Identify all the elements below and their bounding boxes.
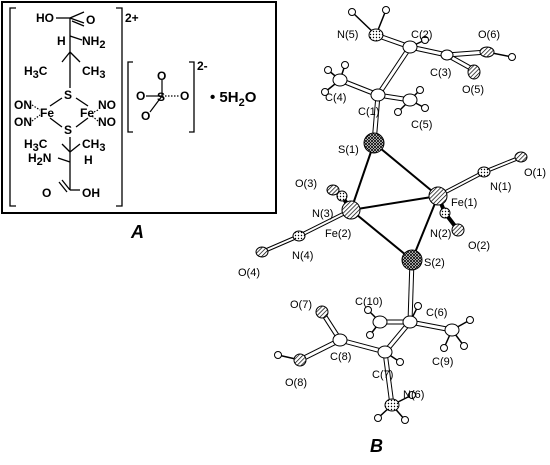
label-n4: N(4) xyxy=(292,250,313,262)
label-c2: C(2) xyxy=(411,29,432,41)
atom-o4 xyxy=(255,246,269,258)
sulfate-ion: S O O O O xyxy=(136,69,189,123)
atom-s2 xyxy=(401,249,423,271)
atom-c8 xyxy=(332,333,348,347)
hydrate-label: • 5H2O xyxy=(210,89,257,109)
top-h3c: H3C xyxy=(24,64,48,81)
label-c7: C(7) xyxy=(372,369,393,381)
svg-text:O: O xyxy=(180,89,189,103)
anion-bracket-left xyxy=(127,61,133,133)
atom-fe2 xyxy=(341,200,361,220)
label-n5: N(5) xyxy=(337,29,358,41)
label-o6: O(6) xyxy=(478,29,500,41)
s-top: S xyxy=(64,88,72,102)
svg-text:O: O xyxy=(141,109,150,123)
svg-text:S: S xyxy=(157,90,165,104)
svg-text:O: O xyxy=(157,69,166,83)
atom-c4 xyxy=(332,73,348,87)
s-bottom: S xyxy=(64,123,72,137)
no-lower-right: NO xyxy=(98,115,116,129)
fe-right: Fe xyxy=(80,106,94,120)
label-fe1: Fe(1) xyxy=(451,197,477,209)
label-c9: C(9) xyxy=(432,356,453,368)
atom-o1 xyxy=(514,151,528,163)
label-s2: S(2) xyxy=(424,257,445,269)
fe-left: Fe xyxy=(40,106,54,120)
atom-c1 xyxy=(370,88,386,102)
bottom-h3c: H3C xyxy=(24,137,48,154)
label-n3: N(3) xyxy=(312,208,333,220)
panel-b: N(5) C(2) O(6) C(3) O(5) C(4) C(1) C(5) … xyxy=(238,6,546,456)
top-cooh-oh: HO xyxy=(36,11,54,25)
label-c6: C(6) xyxy=(426,307,447,319)
anion-charge: 2- xyxy=(197,59,208,73)
anion-bracket-right xyxy=(189,61,195,133)
bottom-ch3: CH3 xyxy=(82,137,105,154)
cation-charge: 2+ xyxy=(125,11,139,25)
panel-a-letter: A xyxy=(130,222,144,242)
no-lower-left: ON xyxy=(14,115,32,129)
atom-fe1 xyxy=(428,186,448,206)
label-o4: O(4) xyxy=(238,267,260,279)
label-n2: N(2) xyxy=(430,228,451,240)
atom-n2 xyxy=(439,207,451,219)
hydrogen-atoms xyxy=(274,6,516,424)
cation-bracket-right xyxy=(116,7,123,207)
label-n1: N(1) xyxy=(490,181,511,193)
label-o3: O(3) xyxy=(295,178,317,190)
label-fe2: Fe(2) xyxy=(325,228,351,240)
label-c3: C(3) xyxy=(430,67,451,79)
atom-n3 xyxy=(336,190,348,202)
label-c4: C(4) xyxy=(325,92,346,104)
label-c8: C(8) xyxy=(330,351,351,363)
atom-c3 xyxy=(440,49,454,61)
label-o5: O(5) xyxy=(462,84,484,96)
label-c1: C(1) xyxy=(358,106,379,118)
bottom-h: H xyxy=(84,153,93,167)
atom-c6 xyxy=(402,315,418,329)
atom-labels: N(5) C(2) O(6) C(3) O(5) C(4) C(1) C(5) … xyxy=(238,29,546,401)
heavy-atoms xyxy=(255,28,528,412)
label-o8: O(8) xyxy=(285,377,307,389)
atom-s1 xyxy=(363,132,385,154)
no-upper-right: NO xyxy=(98,98,116,112)
atom-n4 xyxy=(292,230,306,242)
label-o7: O(7) xyxy=(290,299,312,311)
label-o1: O(1) xyxy=(524,167,546,179)
top-cooh-o: O xyxy=(86,13,95,27)
top-ch3: CH3 xyxy=(82,64,105,81)
atom-o6 xyxy=(479,46,495,58)
atom-c10 xyxy=(372,315,388,329)
label-s1: S(1) xyxy=(338,144,359,156)
svg-text:O: O xyxy=(136,89,145,103)
atom-o8 xyxy=(293,353,307,367)
atom-o2 xyxy=(451,223,465,237)
atom-c2 xyxy=(402,40,418,54)
atom-o5 xyxy=(467,64,481,80)
atom-o7 xyxy=(315,305,329,319)
label-c5: C(5) xyxy=(411,119,432,131)
bottom-cooh-oh: OH xyxy=(82,186,100,200)
bottom-h2n: H2N xyxy=(28,151,51,168)
label-o2: O(2) xyxy=(468,240,490,252)
atom-n6 xyxy=(384,398,400,412)
cation-bracket-left xyxy=(9,7,16,207)
no-upper-left: ON xyxy=(14,98,32,112)
bottom-cooh-o: O xyxy=(42,186,51,200)
panel-a-frame xyxy=(1,1,277,214)
top-nh2: NH2 xyxy=(82,34,105,51)
label-c10: C(10) xyxy=(355,296,383,308)
atom-c5 xyxy=(402,93,418,107)
atom-n5 xyxy=(368,28,384,42)
label-n6: N(6) xyxy=(403,389,424,401)
panel-a: 2+ HO O H NH2 H3C CH3 S Fe Fe S ON ON NO… xyxy=(1,1,277,242)
atom-c7 xyxy=(377,345,393,359)
atom-c9 xyxy=(444,323,460,337)
atom-o3 xyxy=(326,184,340,196)
panel-b-letter: B xyxy=(370,436,383,456)
top-h: H xyxy=(57,34,66,48)
atom-n1 xyxy=(477,166,491,178)
